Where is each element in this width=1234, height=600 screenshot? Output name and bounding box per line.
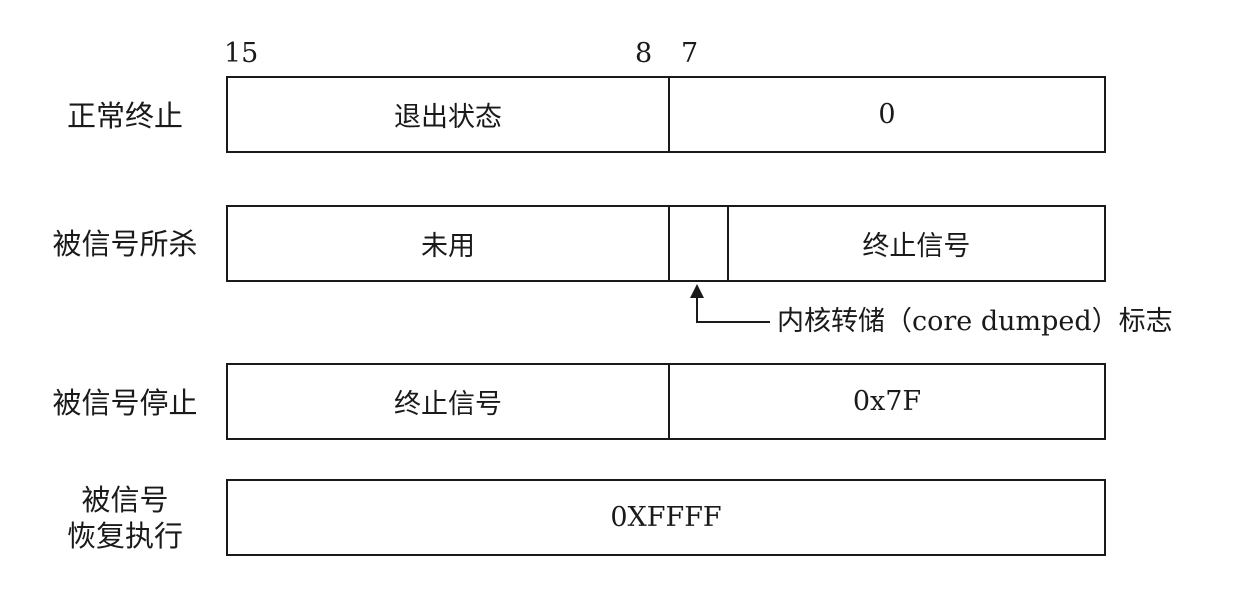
field-low-byte-zero: 0 bbox=[668, 78, 1104, 151]
row-label-normal-termination: 正常终止 bbox=[66, 99, 183, 133]
core-dump-flag-note: 内核转储（core dumped）标志 bbox=[777, 306, 1173, 337]
field-unused: 未用 bbox=[420, 231, 475, 262]
field-termination-signal: 终止信号 bbox=[726, 207, 1104, 280]
row-label-resumed-by-signal: 被信号 恢复执行 bbox=[30, 482, 220, 555]
status-box-stopped-by-signal: 终止信号 0x7F bbox=[226, 363, 1106, 440]
field-exit-status: 退出状态 bbox=[394, 102, 502, 133]
bit-label-8: 8 bbox=[635, 38, 653, 69]
field-core-dump-flag bbox=[667, 207, 727, 280]
row-label-resumed-line2: 恢复执行 bbox=[66, 519, 183, 554]
row-label-stopped-by-signal: 被信号停止 bbox=[52, 386, 198, 420]
row-label-killed-by-signal: 被信号所杀 bbox=[52, 227, 198, 261]
status-box-resumed-by-signal: 0XFFFF bbox=[226, 479, 1106, 556]
bit-label-15: 15 bbox=[224, 38, 259, 69]
status-box-normal-termination: 退出状态 0 bbox=[226, 76, 1106, 153]
field-0xffff: 0XFFFF bbox=[610, 502, 722, 533]
field-0x7f: 0x7F bbox=[668, 365, 1104, 438]
field-stop-signal: 终止信号 bbox=[394, 389, 502, 420]
bit-label-7: 7 bbox=[681, 38, 699, 69]
row-label-resumed-line1: 被信号 bbox=[81, 483, 169, 517]
status-box-killed-by-signal: 未用 终止信号 bbox=[226, 205, 1106, 282]
